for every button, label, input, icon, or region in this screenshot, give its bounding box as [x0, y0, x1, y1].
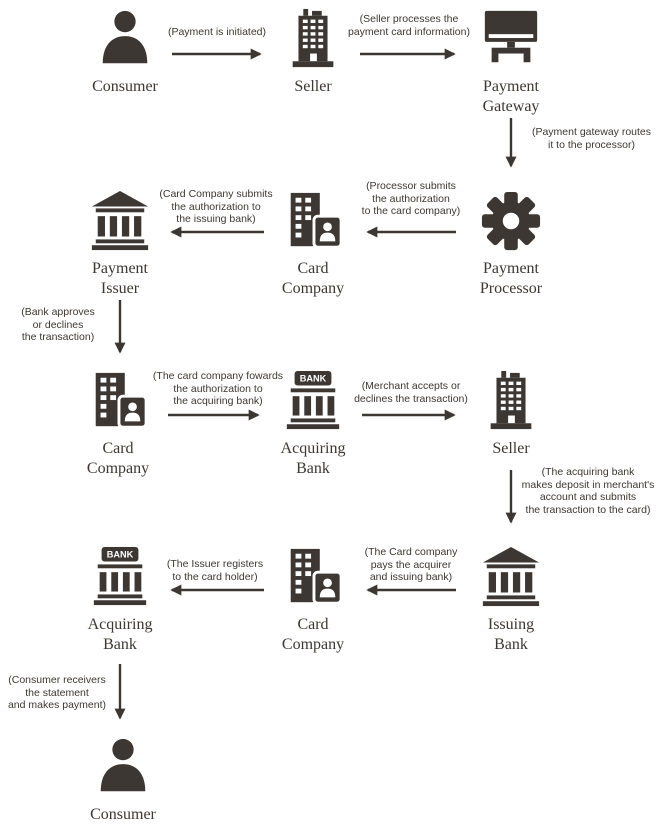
edge-label-issuer-registers: (The Issuer registers to the card holder…: [166, 558, 264, 583]
edge-label-processor-submits: (Processor submits the authorization to …: [361, 180, 461, 218]
node-payment-processor: Payment Processor: [441, 190, 581, 300]
node-label-payment-issuer: Payment Issuer: [92, 260, 148, 298]
edge-label-bank-approves: (Bank approves or declines the transacti…: [21, 306, 95, 344]
node-label-issuing-bank: Issuing Bank: [487, 616, 535, 654]
node-label-card-company-row3: Card Company: [86, 440, 150, 478]
node-label-acquiring-bank-row3: Acquiring Bank: [280, 440, 346, 478]
node-label-acquiring-bank-row4: Acquiring Bank: [87, 616, 153, 654]
edge-label-merchant-accepts: (Merchant accepts or declines the transa…: [354, 380, 468, 405]
edge-label-payment-initiated: (Payment is initiated): [167, 26, 267, 38]
edge-label-seller-processes: (Seller processes the payment card infor…: [348, 13, 470, 38]
card-company-icon: [87, 370, 149, 432]
edge-label-consumer-receives: (Consumer receivers the statement and ma…: [7, 674, 107, 712]
node-seller-row3: Seller: [441, 370, 581, 459]
card-company-icon: [282, 546, 344, 608]
node-consumer-bottom: Consumer: [53, 736, 193, 825]
node-seller-top: Seller: [243, 8, 383, 97]
card-company-icon: [282, 190, 344, 252]
edge-label-cardco-pays: (The Card company pays the acquirer and …: [364, 546, 458, 584]
edge-label-acquirer-deposits: (The acquiring bank makes deposit in mer…: [521, 466, 655, 516]
edge-label-cardco-forwards: (The card company fowards the authorizat…: [152, 370, 284, 408]
node-consumer-top: Consumer: [55, 8, 195, 97]
bank-icon: [480, 546, 542, 608]
bank-icon: [89, 190, 151, 252]
node-card-company-row3: Card Company: [48, 370, 188, 480]
node-label-payment-processor: Payment Processor: [479, 260, 543, 298]
person-icon: [92, 736, 154, 798]
gear-icon: [480, 190, 542, 252]
bank-sign-icon: [89, 546, 151, 608]
node-payment-issuer: Payment Issuer: [50, 190, 190, 300]
node-label-payment-gateway: Payment Gateway: [482, 78, 540, 116]
node-payment-gateway: Payment Gateway: [441, 8, 581, 118]
node-label-card-company-row2: Card Company: [281, 260, 345, 298]
bank-sign-icon: [282, 370, 344, 432]
node-card-company-row4: Card Company: [243, 546, 383, 656]
person-icon: [94, 8, 156, 70]
office-building-icon: [480, 370, 542, 432]
node-acquiring-bank-row4: Acquiring Bank: [50, 546, 190, 656]
node-label-consumer-top: Consumer: [92, 78, 158, 95]
edge-label-gateway-routes: (Payment gateway routes it to the proces…: [531, 126, 652, 151]
node-card-company-row2: Card Company: [243, 190, 383, 300]
node-label-consumer-bottom: Consumer: [90, 806, 156, 823]
node-label-seller-row3: Seller: [492, 440, 530, 457]
node-label-seller-top: Seller: [294, 78, 332, 95]
node-issuing-bank: Issuing Bank: [441, 546, 581, 656]
payment-gateway-icon: [480, 8, 542, 70]
edge-label-cardco-submits: (Card Company submits the authorization …: [159, 188, 273, 226]
node-label-card-company-row4: Card Company: [281, 616, 345, 654]
node-acquiring-bank-row3: Acquiring Bank: [243, 370, 383, 480]
